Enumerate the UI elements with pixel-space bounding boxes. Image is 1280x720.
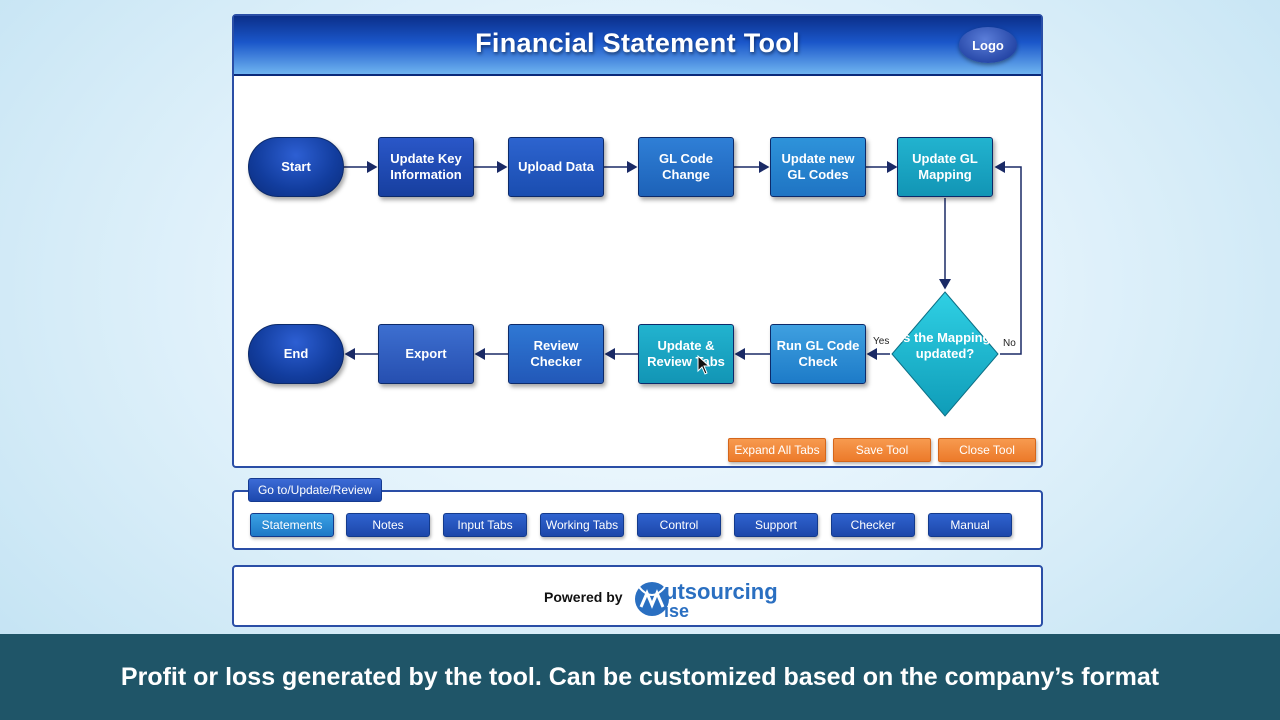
nav-statements-button[interactable]: Statements	[250, 513, 334, 537]
logo-badge[interactable]: Logo	[959, 27, 1017, 63]
flow-decision-mapping-updated[interactable]: Is the Mapping updated?	[890, 290, 1000, 418]
flow-gl-code-change[interactable]: GL Code Change	[638, 137, 734, 197]
powered-by-label: Powered by	[544, 589, 623, 605]
flow-update-key-information[interactable]: Update Key Information	[378, 137, 474, 197]
app-title: Financial Statement Tool	[475, 28, 800, 58]
nav-checker-button[interactable]: Checker	[831, 513, 915, 537]
nav-working-tabs-button[interactable]: Working Tabs	[540, 513, 624, 537]
app-window: Financial Statement Tool Logo	[232, 14, 1043, 468]
nav-manual-button[interactable]: Manual	[928, 513, 1012, 537]
decision-no-label: No	[1003, 338, 1016, 349]
nav-input-tabs-button[interactable]: Input Tabs	[443, 513, 527, 537]
decision-diamond-shape	[891, 291, 999, 417]
nav-control-button[interactable]: Control	[637, 513, 721, 537]
close-tool-button[interactable]: Close Tool	[938, 438, 1036, 462]
decision-yes-label: Yes	[873, 336, 890, 347]
flow-export[interactable]: Export	[378, 324, 474, 384]
brand-logo: utsourcing ise	[632, 571, 780, 623]
flow-update-review-tabs[interactable]: Update & Review Tabs	[638, 324, 734, 384]
expand-all-tabs-button[interactable]: Expand All Tabs	[728, 438, 826, 462]
nav-group-label: Go to/Update/Review	[248, 478, 382, 502]
flow-run-gl-code-check[interactable]: Run GL Code Check	[770, 324, 866, 384]
flow-review-checker[interactable]: Review Checker	[508, 324, 604, 384]
nav-notes-button[interactable]: Notes	[346, 513, 430, 537]
caption-bar: Profit or loss generated by the tool. Ca…	[0, 634, 1280, 720]
flow-start[interactable]: Start	[248, 137, 344, 197]
decision-label: Is the Mapping updated?	[899, 330, 991, 361]
save-tool-button[interactable]: Save Tool	[833, 438, 931, 462]
flow-update-gl-mapping[interactable]: Update GL Mapping	[897, 137, 993, 197]
mouse-cursor-icon	[697, 355, 711, 375]
globe-icon	[635, 582, 669, 616]
title-bar: Financial Statement Tool Logo	[234, 16, 1041, 76]
brand-text-wise: ise	[664, 601, 690, 621]
brand-text-outsourcing: utsourcing	[664, 579, 778, 604]
flow-upload-data[interactable]: Upload Data	[508, 137, 604, 197]
caption-text: Profit or loss generated by the tool. Ca…	[120, 662, 1160, 691]
flow-end[interactable]: End	[248, 324, 344, 384]
flow-update-new-gl-codes[interactable]: Update new GL Codes	[770, 137, 866, 197]
nav-support-button[interactable]: Support	[734, 513, 818, 537]
footer-panel: Powered by utsourcing ise	[232, 565, 1043, 627]
